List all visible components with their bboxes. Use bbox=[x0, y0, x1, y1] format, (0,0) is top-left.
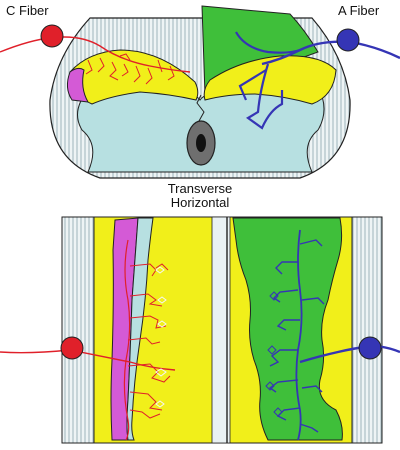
horizontal-section bbox=[0, 216, 400, 444]
c-fiber-line-horizontal bbox=[0, 349, 176, 371]
midline-fissure bbox=[196, 94, 205, 122]
a-fiber-ganglion bbox=[336, 28, 360, 52]
c-fiber-line-transverse bbox=[0, 36, 191, 73]
a-fiber-terminals bbox=[265, 291, 283, 417]
grey-matter-center-strip bbox=[211, 216, 231, 444]
yellow-dorsal-horn-right bbox=[203, 55, 337, 105]
green-region-horizontal bbox=[232, 217, 343, 441]
c-fiber-arbors-horizontal bbox=[127, 263, 171, 419]
central-canal-inner bbox=[196, 134, 206, 152]
horizontal-label: Horizontal bbox=[170, 195, 230, 210]
white-matter-left-strip bbox=[61, 216, 95, 444]
yellow-dorsal-horn-left bbox=[69, 49, 199, 105]
c-fiber-ganglion-horizontal bbox=[60, 336, 84, 360]
a-fiber-branches-transverse bbox=[235, 31, 301, 130]
a-fiber-label: A Fiber bbox=[338, 3, 380, 18]
c-fiber-label: C Fiber bbox=[6, 3, 49, 18]
c-fiber-ganglion bbox=[40, 24, 64, 48]
c-fiber-terminals bbox=[155, 266, 167, 408]
c-fiber-trunk-horizontal bbox=[123, 239, 131, 441]
grey-column-left bbox=[126, 217, 154, 441]
a-fiber-line-transverse bbox=[261, 40, 400, 66]
magenta-lamina-transverse bbox=[66, 67, 89, 103]
transverse-label: Transverse bbox=[167, 181, 233, 196]
c-fiber-branches-transverse bbox=[85, 53, 175, 85]
a-fiber-line-horizontal bbox=[299, 344, 400, 364]
white-matter-right-strip bbox=[351, 216, 383, 444]
a-fiber-ganglion-horizontal bbox=[358, 336, 382, 360]
transverse-section bbox=[0, 5, 400, 179]
